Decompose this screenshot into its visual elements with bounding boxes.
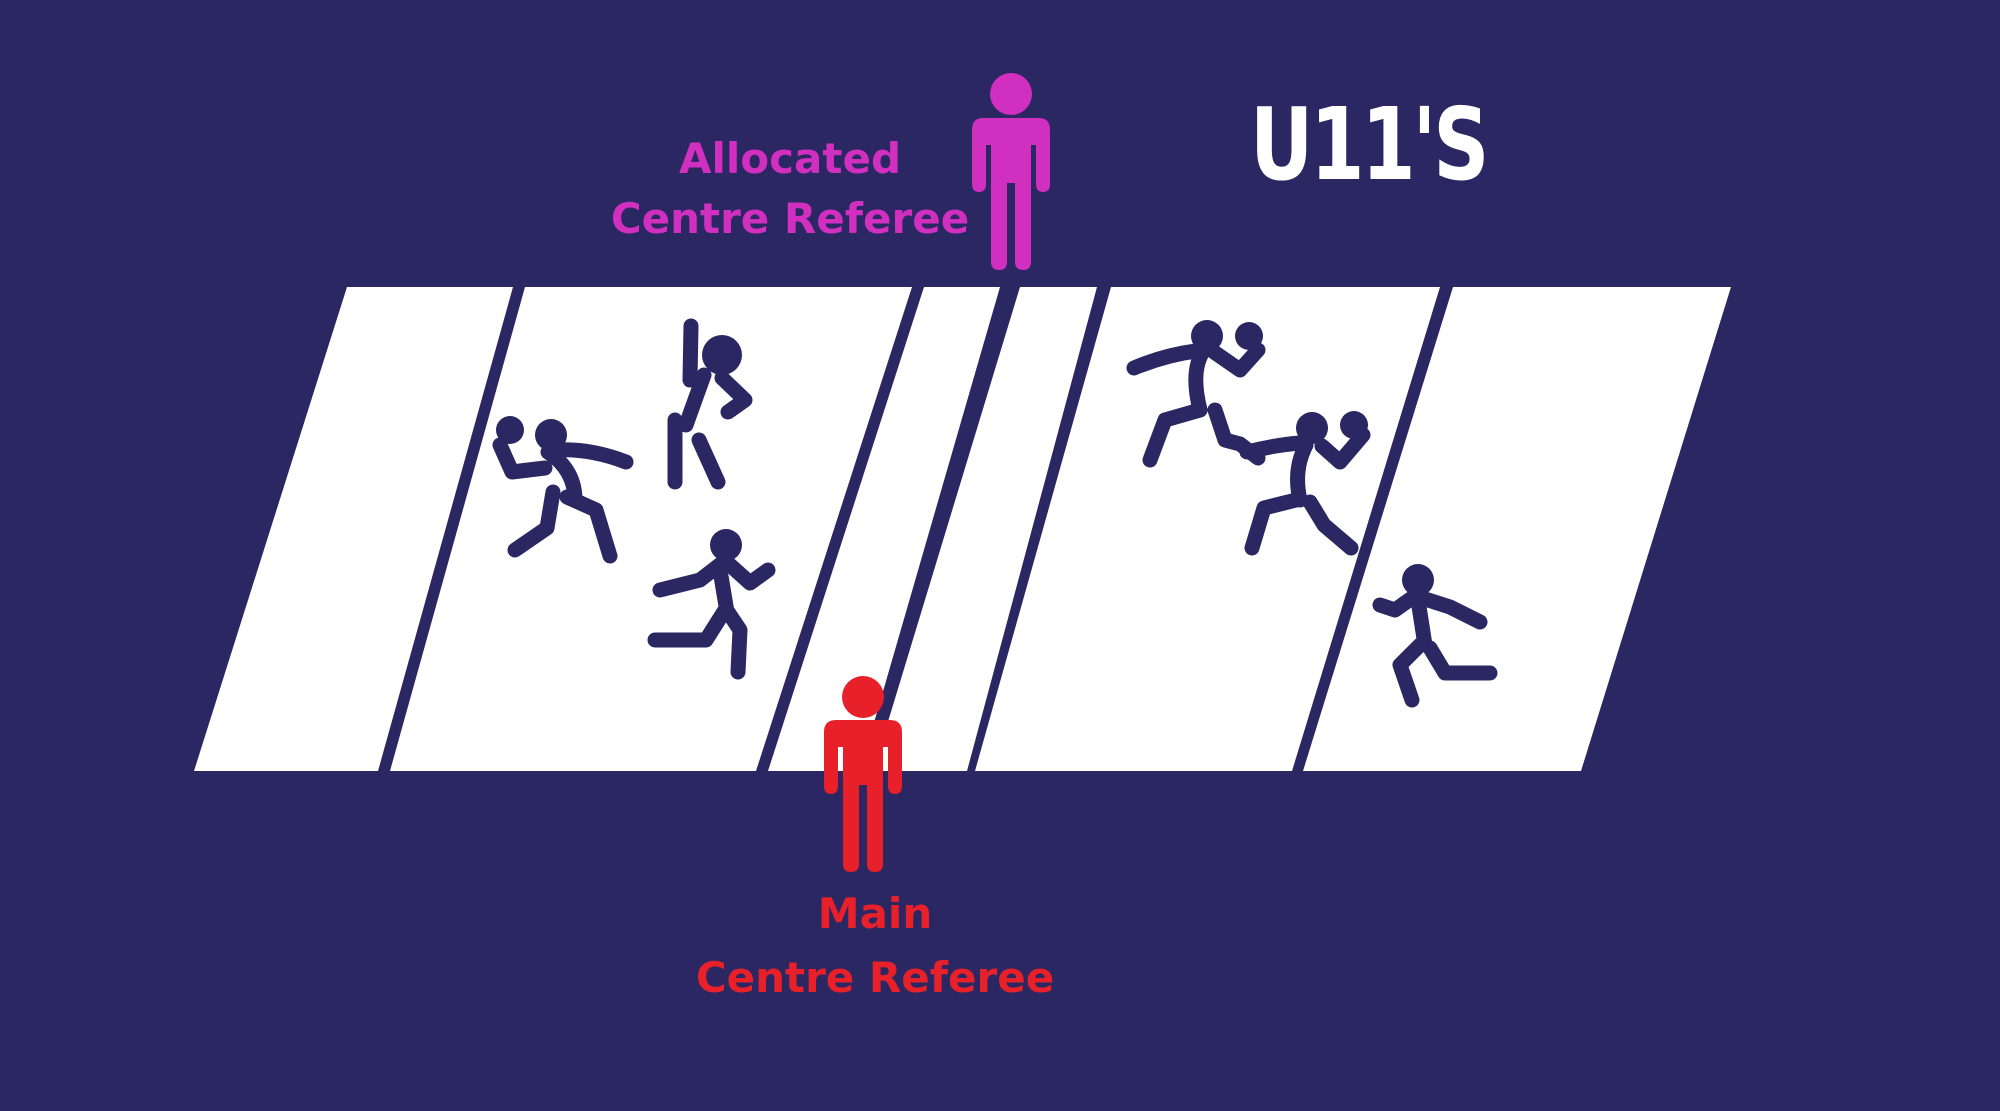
field-stripe-2 xyxy=(390,287,912,771)
player-figure xyxy=(492,416,634,564)
main-referee-label-line1: Main xyxy=(817,889,933,938)
player-figure xyxy=(647,529,776,680)
player-figure xyxy=(1239,411,1371,556)
player-figure xyxy=(1372,564,1498,708)
allocated-referee-label-line2: Centre Referee xyxy=(610,194,970,243)
player-figure xyxy=(667,318,753,490)
allocated-referee-figure xyxy=(972,73,1050,270)
main-referee-figure xyxy=(824,676,902,872)
field-stripe-3 xyxy=(768,287,1000,771)
field-stripe-5 xyxy=(975,287,1440,771)
players xyxy=(492,318,1498,708)
field-stripe-1 xyxy=(194,287,513,771)
allocated-referee-label-line1: Allocated xyxy=(678,134,902,183)
field xyxy=(194,287,1731,771)
field-stripe-4 xyxy=(873,287,1097,771)
main-referee-label: Main Centre Referee xyxy=(650,893,1100,999)
allocated-referee-label: Allocated Centre Referee xyxy=(560,138,1020,240)
main-referee-label-line2: Centre Referee xyxy=(695,953,1055,1002)
age-group-title: U11'S xyxy=(1250,86,1489,203)
